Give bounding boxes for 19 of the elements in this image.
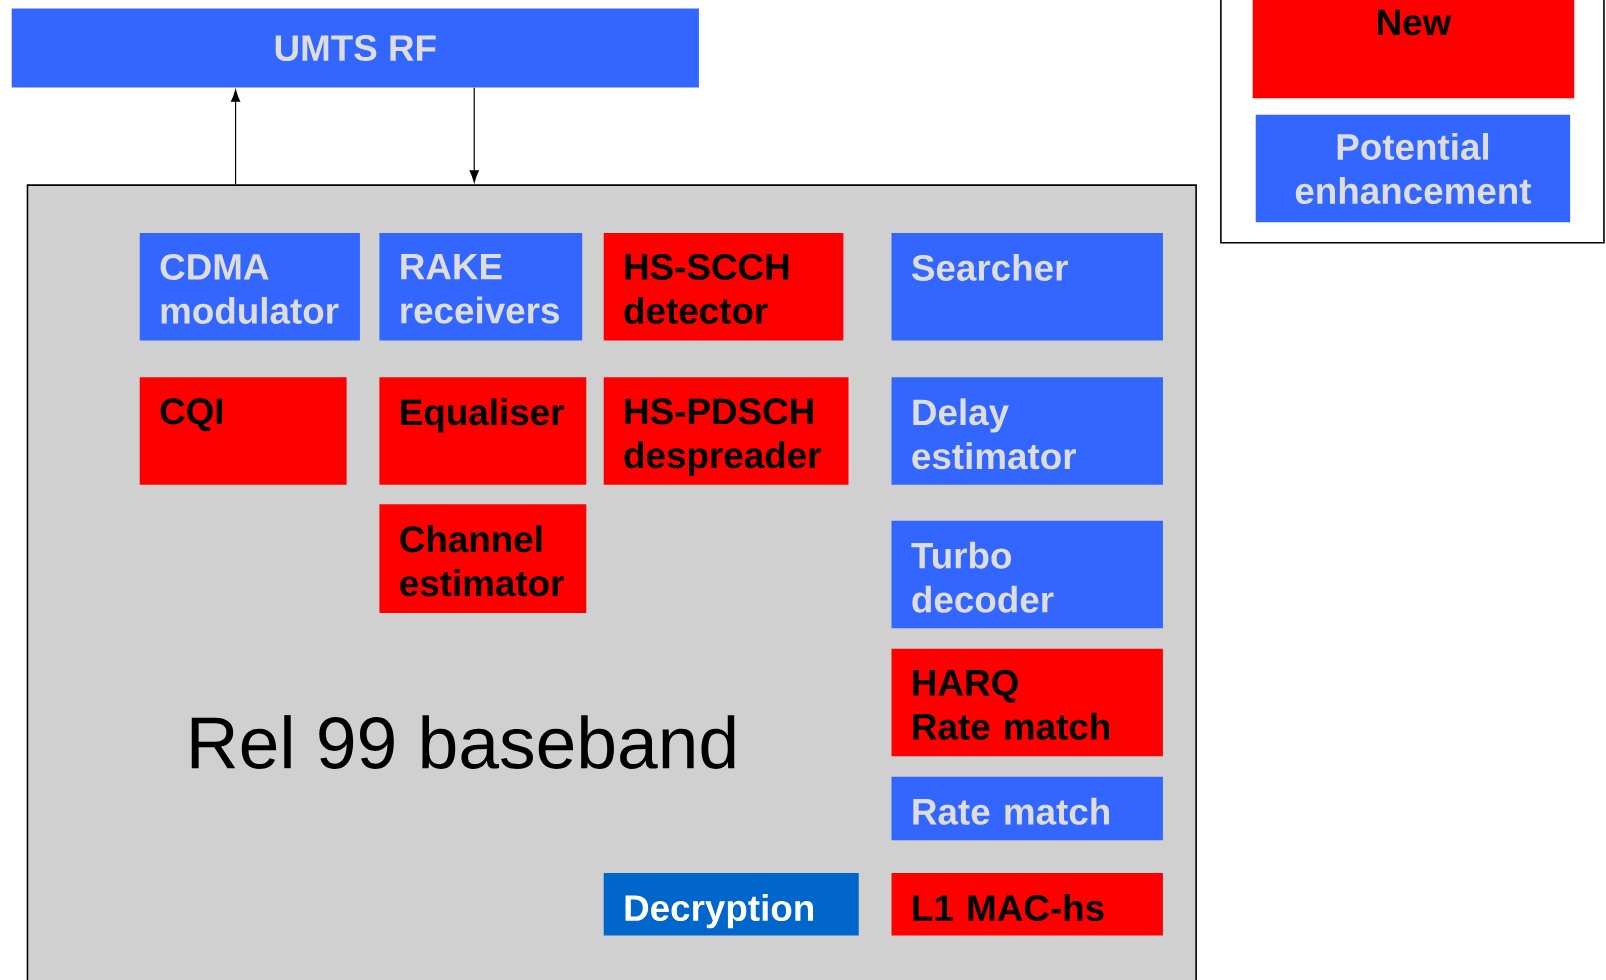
legend-label: Potential enhancement	[1295, 132, 1532, 204]
arrow	[231, 89, 241, 185]
module-box: CDMA modulator	[139, 232, 360, 341]
module-box: HS-SCCH detector	[603, 232, 844, 341]
module-box: Searcher	[891, 232, 1163, 341]
arrow	[469, 87, 479, 183]
module-box: HS-PDSCH despreader	[603, 377, 849, 485]
module-box: Channel estimator	[379, 504, 587, 613]
module-box: Delay estimator	[891, 377, 1163, 485]
module-box: Equaliser	[379, 377, 587, 485]
module-box: HARQ Rate match	[891, 648, 1163, 757]
module-box: CQI	[139, 377, 347, 485]
legend-label: New	[1378, 9, 1452, 36]
module-box: RAKE receivers	[379, 232, 583, 341]
module-box: L1 MAC-hs	[891, 872, 1163, 936]
module-box: Turbo decoder	[891, 520, 1163, 629]
module-box: Rate match	[891, 776, 1163, 841]
rf-block: UMTS RF	[11, 8, 699, 88]
module-box: Decryption	[603, 872, 859, 936]
